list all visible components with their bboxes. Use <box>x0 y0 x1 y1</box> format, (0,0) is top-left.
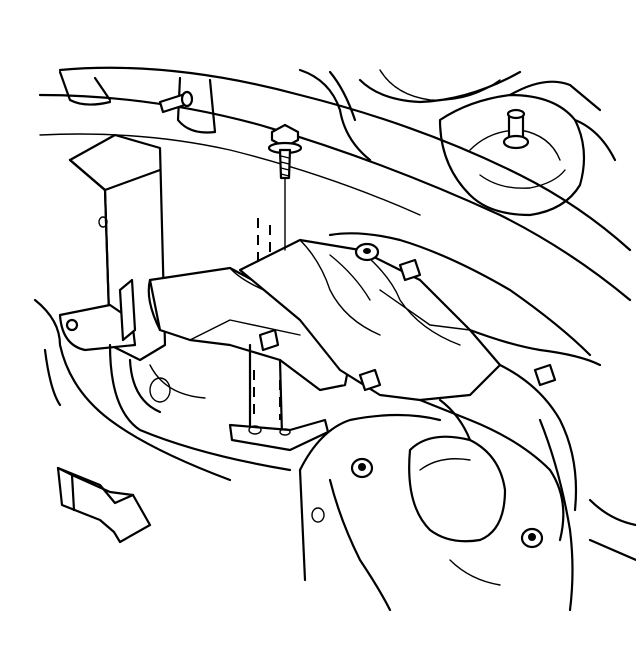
stud <box>502 108 530 150</box>
crossmember <box>238 232 602 542</box>
frame-rail <box>33 133 292 482</box>
bolt <box>267 123 303 251</box>
mount-upper-right <box>438 80 617 217</box>
stud-left <box>158 90 194 114</box>
nut <box>354 242 380 262</box>
forward-arrow-icon <box>56 466 152 544</box>
installation-guide-lines <box>253 218 281 420</box>
lower-structure <box>298 398 636 612</box>
